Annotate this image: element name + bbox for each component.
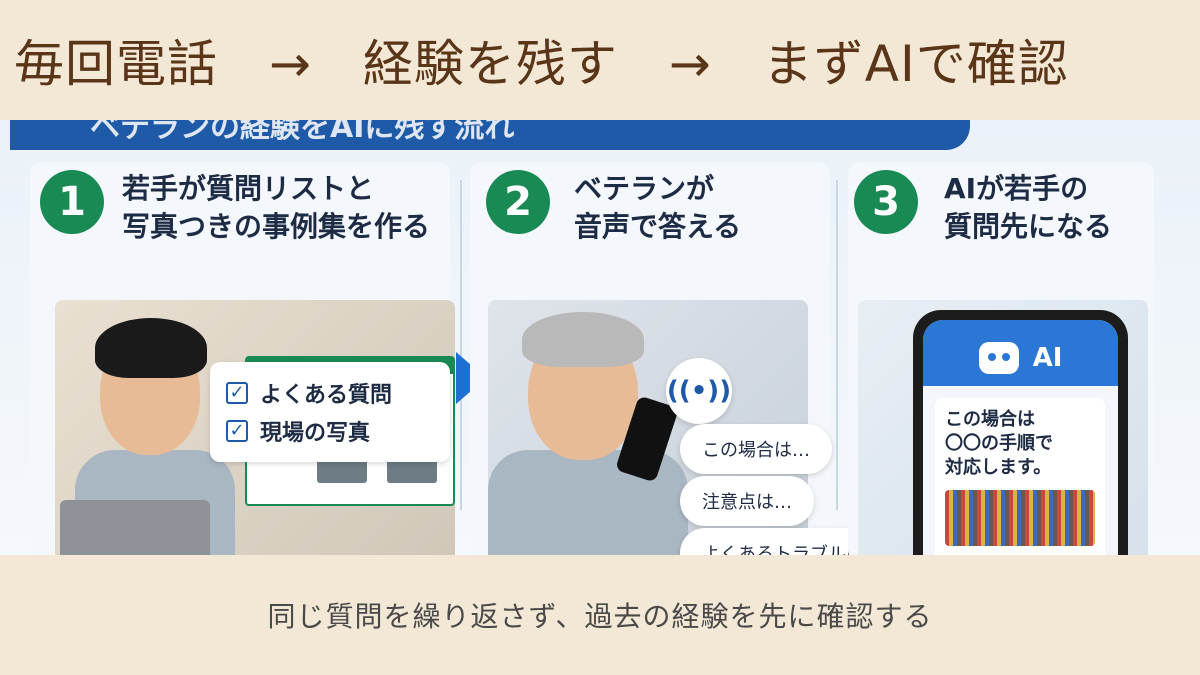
speech-bubble: この場合は… (680, 424, 832, 474)
divider (836, 180, 838, 510)
phone-screen: AI この場合は 〇〇の手順で 対応します。 ✓ 手順 (923, 320, 1118, 555)
step-2-title: ベテランが 音声で答える (574, 170, 741, 246)
ai-message-line: 〇〇の手順で (945, 433, 1053, 454)
checklist-card: ✓ よくある質問 ✓ 現場の写真 (210, 362, 450, 462)
checklist-item: ✓ よくある質問 (226, 374, 434, 412)
step-1-card: 1 若手が質問リストと 写真つきの事例集を作る ✓ よくある質問 (30, 162, 455, 555)
step-1-title: 若手が質問リストと 写真つきの事例集を作る (122, 170, 430, 246)
infographic-panel: ベテランの経験をAIに残す流れ 1 若手が質問リストと 写真つきの事例集を作る (0, 120, 1200, 555)
step-title-line: 写真つきの事例集を作る (122, 210, 431, 243)
ai-phone-photo: AI この場合は 〇〇の手順で 対応します。 ✓ 手順 (858, 300, 1148, 555)
voice-wave-icon: ((•)) (666, 358, 732, 424)
step-title-line: ベテランが (574, 172, 715, 205)
bottom-banner: 同じ質問を繰り返さず、過去の経験を先に確認する (0, 555, 1200, 675)
step-2-card: 2 ベテランが 音声で答える ((•)) この場合は… 注意点は… よくあるトラ… (470, 162, 904, 555)
checklist-item-label: よくある質問 (260, 383, 393, 408)
checkbox-icon: ✓ (226, 382, 248, 404)
veteran-worker-photo: ((•)) (488, 300, 808, 555)
top-banner: 毎回電話 → 経験を残す → まずAIで確認 (0, 0, 1200, 120)
veteran-hair (522, 312, 644, 367)
laptop (60, 500, 210, 555)
ai-message-line: この場合は (945, 409, 1035, 430)
checkbox-icon: ✓ (226, 420, 248, 442)
step-title-line: 質問先になる (944, 210, 1113, 243)
ai-label: AI (1032, 343, 1063, 373)
caption: 同じ質問を繰り返さず、過去の経験を先に確認する (267, 600, 933, 633)
ai-header: AI (923, 320, 1118, 386)
worker-hair (95, 318, 207, 378)
wiring-photo (945, 490, 1095, 546)
step-number-badge: 1 (40, 170, 104, 234)
step-3-card: 3 AIが若手の 質問先になる AI この場合は 〇〇の手順で 対応します。 (848, 162, 1154, 555)
smartphone: AI この場合は 〇〇の手順で 対応します。 ✓ 手順 (913, 310, 1128, 555)
ai-message-card: この場合は 〇〇の手順で 対応します。 ✓ 手順 (935, 398, 1105, 555)
robot-icon (978, 342, 1019, 374)
divider (460, 180, 462, 510)
step-number-badge: 2 (486, 170, 550, 234)
infographic-title-bar: ベテランの経験をAIに残す流れ (10, 120, 970, 150)
checklist-item: ✓ 現場の写真 (226, 412, 434, 450)
step-title-line: 音声で答える (574, 210, 742, 243)
step-3-title: AIが若手の 質問先になる (944, 170, 1112, 246)
step-title-line: 若手が質問リストと (122, 172, 375, 205)
ai-message: この場合は 〇〇の手順で 対応します。 (945, 408, 1095, 480)
ai-message-line: 対応します。 (945, 457, 1052, 478)
step-title-line: AIが若手の (944, 172, 1089, 205)
page-title: 毎回電話 → 経験を残す → まずAIで確認 (14, 35, 1069, 93)
step-number-badge: 3 (854, 170, 918, 234)
checklist-item-label: 現場の写真 (260, 421, 371, 446)
infographic-title: ベテランの経験をAIに残す流れ (90, 120, 515, 145)
speech-bubble: 注意点は… (680, 476, 814, 526)
